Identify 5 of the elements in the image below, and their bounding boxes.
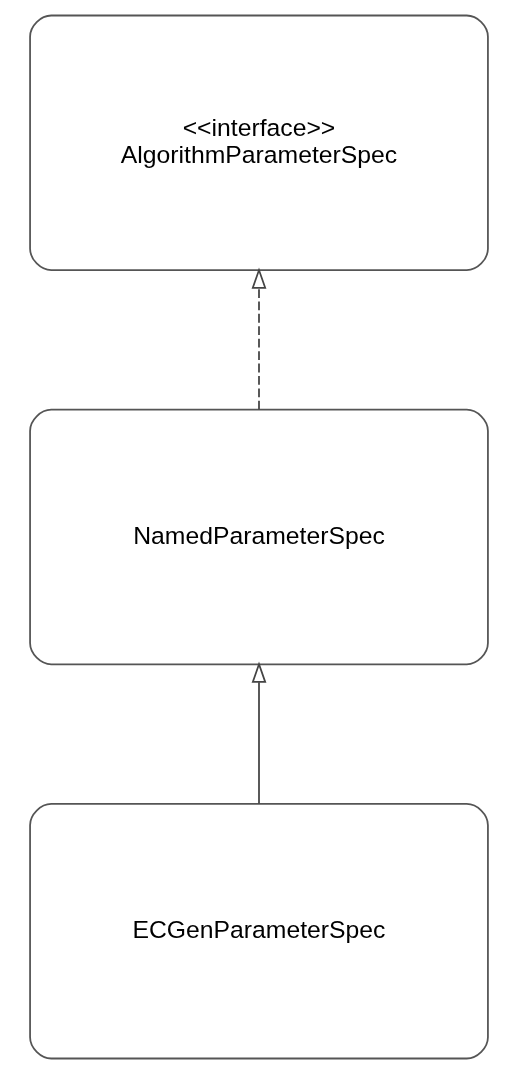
node-box: NamedParameterSpec <box>28 408 489 666</box>
arrow <box>251 661 266 805</box>
node-box: ECGenParameterSpec <box>28 803 489 1060</box>
node-box: <<interface>> AlgorithmParameterSpec <box>28 14 489 271</box>
arrow <box>251 267 266 411</box>
